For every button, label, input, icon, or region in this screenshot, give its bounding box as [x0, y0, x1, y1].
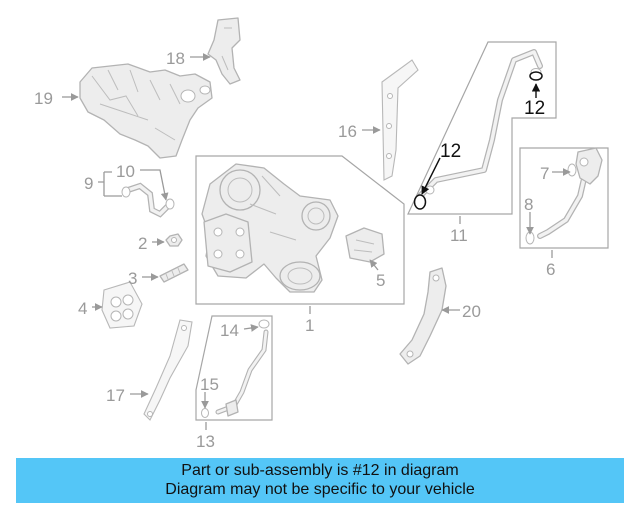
coolant-pipe-part — [417, 49, 543, 199]
bracket-part-20 — [399, 267, 447, 365]
parts-diagram: 19 18 16 12 12 7 8 6 11 9 10 2 3 4 5 1 1… — [34, 17, 609, 451]
coolant-pipe-part-6 — [525, 147, 603, 245]
callout-12-lower: 12 — [440, 141, 461, 162]
turbocharger-box-1 — [195, 155, 405, 305]
stud-part-3 — [159, 263, 189, 283]
leader-14 — [243, 324, 259, 332]
heat-shield-part — [79, 63, 213, 159]
callout-15: 15 — [200, 375, 219, 394]
leader-9-bracket — [98, 171, 122, 197]
bracket-part-18 — [207, 17, 241, 85]
banner-line-1: Part or sub-assembly is #12 in diagram — [181, 462, 459, 479]
banner-line-2: Diagram may not be specific to your vehi… — [165, 481, 475, 498]
callout-12-upper: 12 — [524, 98, 545, 119]
callout-10: 10 — [116, 162, 135, 181]
oil-line-box-13 — [195, 315, 273, 421]
callout-1: 1 — [305, 316, 314, 335]
callout-8: 8 — [524, 195, 533, 214]
o-ring-part-12-lower — [413, 194, 427, 210]
callout-11: 11 — [450, 226, 468, 245]
callout-9: 9 — [84, 174, 93, 193]
callout-4: 4 — [78, 299, 87, 318]
callout-3: 3 — [128, 269, 137, 288]
turbocharger-part — [201, 163, 385, 293]
callout-5: 5 — [376, 271, 385, 290]
gasket-part-16 — [381, 59, 419, 181]
gasket-part-4 — [101, 281, 143, 329]
callout-16: 16 — [338, 122, 357, 141]
info-banner: Part or sub-assembly is #12 in diagram D… — [16, 458, 624, 503]
coolant-line-box-11 — [407, 41, 557, 215]
hose-part-10 — [121, 182, 175, 218]
bracket-part-17 — [143, 319, 193, 421]
coolant-line-box-6 — [519, 147, 609, 249]
callout-17: 17 — [106, 386, 125, 405]
leader-5 — [369, 259, 379, 271]
callout-18: 18 — [166, 49, 185, 68]
oil-pipe-part — [201, 319, 270, 418]
o-ring-part-12-upper — [529, 71, 543, 81]
callout-7: 7 — [540, 164, 549, 183]
callout-2: 2 — [138, 234, 147, 253]
leader-10 — [140, 169, 169, 201]
nut-part-2 — [165, 233, 183, 247]
leader-12-lower — [421, 157, 441, 195]
callout-13: 13 — [196, 432, 215, 451]
callout-19: 19 — [34, 89, 53, 108]
callout-14: 14 — [220, 321, 239, 340]
callout-20: 20 — [462, 302, 481, 321]
callout-6: 6 — [546, 260, 555, 279]
